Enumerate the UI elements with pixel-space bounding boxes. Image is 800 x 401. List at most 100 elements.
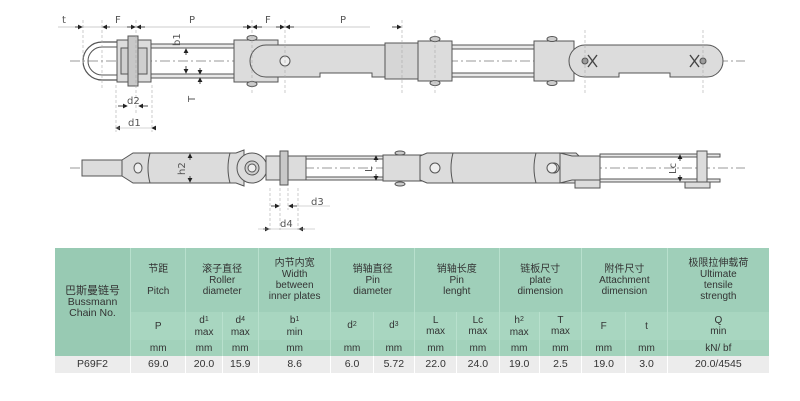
symbol-letter: T (557, 315, 564, 326)
label-d2: d2 (127, 96, 140, 107)
symbol-letter: F (600, 320, 607, 332)
symbol-letter: Q (714, 315, 723, 326)
symbol-subscript: 1 (204, 315, 209, 323)
symbol-letter: d (199, 314, 205, 326)
chain-no-en1: Bussmann (67, 295, 118, 308)
chain-no-en2: Chain No. (69, 306, 116, 319)
unit-cell: kN/ bf (667, 340, 769, 356)
symbol-qualifier: max (468, 326, 488, 337)
value-cell: 24.0 (456, 356, 500, 373)
top-view-labels: t F P F P b1 T d2 d1 (62, 15, 346, 129)
symbol: d4 (223, 315, 258, 327)
value-cell: 19.0 (499, 356, 540, 373)
symbol-letter: b (289, 314, 296, 326)
label-T: T (187, 95, 198, 103)
symbol-letter: h (514, 314, 520, 326)
value-cell: 5.72 (373, 356, 415, 373)
symbol-qualifier: max (426, 326, 446, 337)
header-plate-dimension: 链板尺寸 plate dimension (499, 248, 583, 312)
chain-no-zh: 巴斯曼链号 (65, 284, 120, 297)
unit-cell: mm (414, 340, 458, 356)
label-h2: h2 (177, 162, 188, 175)
symbol: t (626, 321, 666, 332)
symbol-letter: d (389, 320, 395, 331)
value-cell: 69.0 (130, 356, 187, 373)
symbol: b1 (259, 315, 331, 327)
value-cell: 8.6 (258, 356, 332, 373)
header-pin-diameter: 销轴直径 Pin diameter (330, 248, 415, 312)
symbol-letter: d (235, 314, 242, 326)
unit-cell: mm (373, 340, 415, 356)
unit-cell: mm (330, 340, 374, 356)
symbol: T (540, 315, 581, 326)
symbol-cell: d3 (373, 312, 415, 340)
symbol-qualifier: max (550, 326, 570, 337)
value-cell: 22.0 (414, 356, 458, 373)
symbol-subscript: 2 (352, 321, 357, 328)
label-L: L (364, 166, 375, 172)
chain-drawing: t F P F P b1 T d2 d1 (58, 15, 745, 232)
value-cell: 6.0 (330, 356, 374, 373)
header-chain-no: 巴斯曼链号 Bussmann Chain No. (55, 248, 132, 356)
header-attachment-dimension: 附件尺寸 Attachment dimension (581, 248, 668, 312)
symbol: Q (668, 315, 769, 326)
unit-cell: mm (625, 340, 668, 356)
symbol-letter: Lc (472, 315, 484, 326)
value-cell: 3.0 (625, 356, 668, 373)
symbol-subscript: 2 (519, 315, 524, 323)
header-row-titles: 巴斯曼链号 Bussmann Chain No. 节距 Pitch 滚子直径 R… (55, 248, 769, 356)
symbol-qualifier: min (710, 326, 727, 337)
top-view (58, 20, 745, 132)
label-b1: b1 (172, 33, 183, 46)
label-d4: d4 (280, 219, 293, 230)
header-tensile-strength: 极限拉伸载荷 Ultimate tensile strength (667, 248, 769, 312)
symbol: d1 (186, 315, 221, 327)
symbol-qualifier: max (509, 326, 529, 338)
unit-cell: mm (456, 340, 500, 356)
unit-cell: mm (539, 340, 583, 356)
symbol-letter: P (154, 320, 162, 332)
side-view (70, 149, 745, 232)
unit-cell: mm (185, 340, 223, 356)
symbol-qualifier: max (194, 326, 214, 338)
symbol: P (131, 321, 185, 332)
value-cell: 20.0/4545 (667, 356, 769, 373)
symbol: F (582, 321, 625, 332)
symbol-subscript: 3 (394, 321, 399, 328)
symbol-qualifier: min (286, 326, 303, 338)
side-view-labels: h2 d3 d4 L Lc (177, 162, 679, 230)
unit-cell: mm (581, 340, 627, 356)
value-cell: 20.0 (185, 356, 223, 373)
label-P-right: P (340, 15, 346, 26)
symbol: d2 (331, 320, 372, 332)
symbol-cell: F (581, 312, 627, 340)
header-pin-length: 销轴长度 Pin lenght (414, 248, 500, 312)
header-inner-width: 内节内宽 Width between inner plates (258, 248, 332, 312)
chain-no-cell: P69F2 (55, 356, 132, 373)
unit-cell: mm (499, 340, 540, 356)
symbol-cell: t (625, 312, 668, 340)
symbol-letter: d (347, 320, 353, 331)
symbol: L (415, 315, 456, 326)
symbol-letter: L (432, 315, 439, 326)
label-t: t (62, 15, 66, 26)
symbol-qualifier: max (230, 326, 250, 338)
symbol-subscript: 1 (295, 315, 300, 323)
unit-cell: mm (222, 340, 259, 356)
label-d1: d1 (128, 118, 141, 129)
label-d3: d3 (311, 197, 324, 208)
symbol: Lc (457, 315, 498, 326)
header-roller-diameter: 滚子直径 Roller diameter (185, 248, 259, 312)
label-Lc: Lc (668, 163, 679, 174)
label-F-right: F (265, 15, 271, 26)
symbol: h2 (500, 315, 539, 327)
